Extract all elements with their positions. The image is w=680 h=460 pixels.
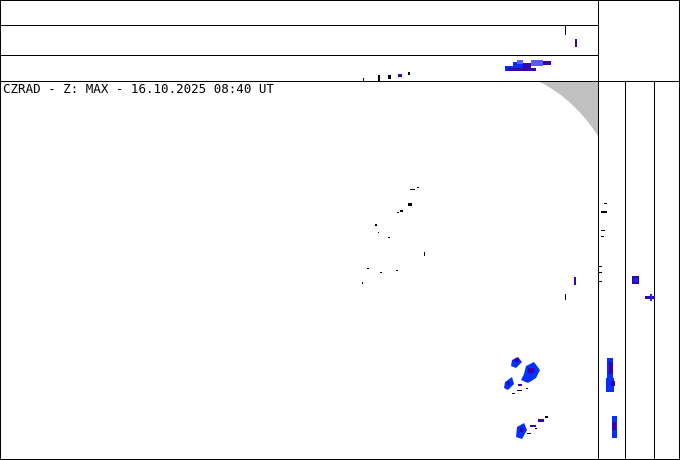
side-panel-line-2 bbox=[654, 81, 655, 460]
top-panel-line-1 bbox=[0, 25, 599, 26]
top-projection-echoes bbox=[363, 25, 577, 81]
main-map-right-line bbox=[598, 0, 599, 460]
map-title: CZRAD - Z: MAX - 16.10.2025 08:40 UT bbox=[3, 81, 274, 96]
top-panel-bottom-line bbox=[0, 81, 680, 82]
side-panel-line-1 bbox=[625, 81, 626, 460]
top-panel-line-2 bbox=[0, 55, 599, 56]
out-of-range-area bbox=[540, 82, 598, 136]
echo-cluster-1 bbox=[504, 357, 540, 394]
side-projection-echoes bbox=[599, 203, 617, 438]
echo-cluster-2 bbox=[516, 416, 548, 439]
main-map-scatter bbox=[362, 187, 576, 300]
side-projection-2-echoes bbox=[632, 276, 655, 301]
